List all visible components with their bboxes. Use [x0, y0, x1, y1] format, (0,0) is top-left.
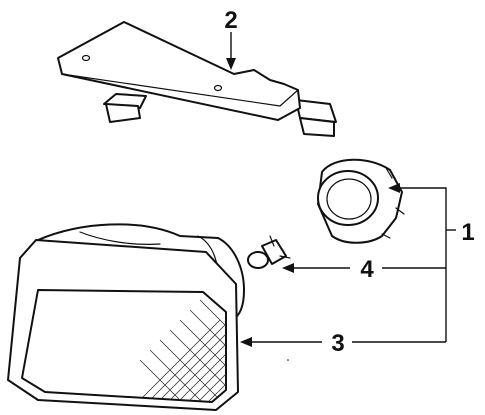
bulb-pin-1 [269, 235, 275, 247]
bracket-leg-left-tab [105, 103, 141, 123]
lens [21, 289, 227, 403]
arrow-1-ring [388, 183, 400, 193]
bracket-hole-1 [81, 54, 91, 62]
callout-2: 2 [224, 7, 237, 34]
bracket [57, 21, 337, 137]
ring-inner [326, 178, 372, 220]
callout-3: 3 [331, 330, 344, 357]
arrow-3 [240, 337, 252, 347]
bulb [247, 235, 291, 269]
bulb-base [261, 239, 287, 265]
lens-pattern [129, 290, 226, 402]
callout-4: 4 [360, 256, 374, 283]
bulb-pin-2 [279, 255, 291, 259]
bracket-hole-2 [213, 84, 223, 92]
ring-tab-3 [381, 233, 391, 239]
callout-labels: 2 1 4 3 [224, 7, 474, 357]
fog-lamp-housing [7, 223, 245, 411]
bracket-leg-right-tab [299, 117, 335, 137]
leader-lines [226, 32, 456, 361]
callout-1: 1 [461, 219, 474, 246]
mounting-ring [317, 158, 405, 244]
bracket-edge [61, 73, 299, 107]
speck [287, 359, 289, 361]
bulb-glass [247, 251, 269, 269]
ring-tab-2 [395, 207, 405, 215]
arrow-4 [282, 263, 294, 273]
bracket-plate [57, 21, 301, 121]
arrow-2 [226, 58, 236, 70]
leader-1-ring [398, 187, 447, 342]
housing-crease [79, 231, 161, 245]
ring-tab-1 [385, 167, 393, 179]
bracket-leg-right [295, 99, 337, 123]
